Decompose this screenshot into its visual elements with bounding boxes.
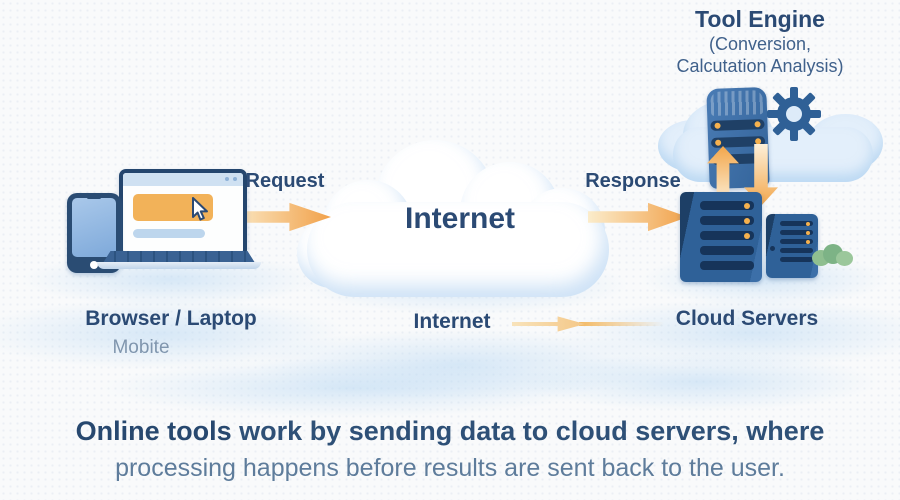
internet-to-servers-arrow-icon: [512, 314, 664, 334]
response-label: Response: [585, 170, 681, 192]
server-slot: [780, 248, 813, 253]
tool-engine-subtitle-line1: (Conversion,: [708, 34, 812, 54]
browser-laptop-label: Browser / Laptop: [85, 307, 257, 330]
tool-engine-title: Tool Engine: [695, 6, 825, 32]
laptop-base: [97, 262, 261, 269]
server-slot: [780, 257, 813, 262]
server-slot: [710, 119, 765, 131]
server-slot: [780, 239, 813, 244]
caption-line1: Online tools work by sending data to clo…: [0, 416, 900, 447]
bush-icon: [812, 242, 856, 268]
server-slot: [700, 261, 754, 270]
server-tower-large-icon: [680, 192, 762, 282]
server-slot: [700, 216, 754, 225]
server-slot: [700, 201, 754, 210]
server-slot: [780, 221, 813, 226]
browser-window: [123, 173, 243, 186]
request-label: Request: [245, 170, 325, 192]
laptop-icon: [119, 169, 247, 257]
server-slot: [700, 231, 754, 240]
caption-line1-lead: Online tools: [75, 416, 232, 446]
result-bar: [133, 229, 205, 238]
gear-icon: [767, 87, 821, 141]
mobile-label: Mobite: [112, 337, 170, 358]
internet-legend-label: Internet: [413, 310, 491, 333]
server-slot: [780, 230, 813, 235]
cloud-wisp: [520, 352, 880, 412]
cursor-icon: [192, 197, 208, 221]
cloud-servers-label: Cloud Servers: [675, 307, 819, 330]
internet-cloud-label: Internet: [404, 202, 515, 235]
cloud-wisp: [100, 358, 600, 418]
internet-cloud-icon: [297, 140, 615, 310]
tool-engine-subtitle-line2: Calcutation Analysis): [676, 56, 844, 76]
caption-line1-rest: work by sending data to cloud servers, w…: [231, 416, 825, 446]
server-tower-small-icon: [766, 214, 818, 278]
laptop-keyboard: [103, 251, 255, 263]
caption-line2: processing happens before results are se…: [115, 454, 785, 482]
server-slot: [700, 246, 754, 255]
